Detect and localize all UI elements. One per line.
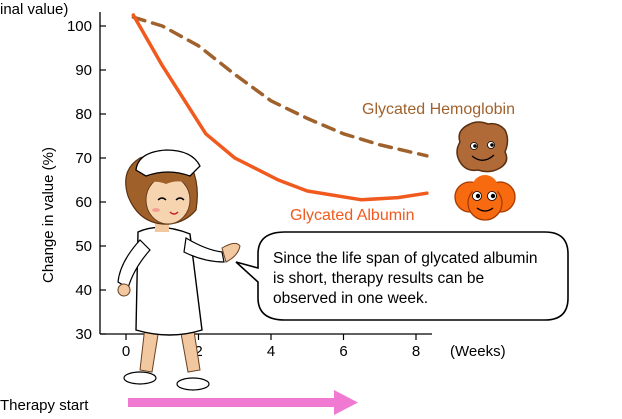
y-tick-label: 80	[75, 106, 92, 123]
x-axis-title: (Weeks)	[450, 343, 506, 360]
legend-hemoglobin: Glycated Hemoglobin	[362, 101, 515, 118]
y-tick-label: 90	[75, 62, 92, 79]
nurse-illustration	[117, 149, 241, 391]
legend-albumin: Glycated Albumin	[290, 207, 415, 224]
y-tick-label: 30	[75, 326, 92, 343]
y-axis-label-fragment: inal value)	[0, 1, 68, 18]
series-line-albumin	[131, 13, 429, 202]
y-tick-label: 70	[75, 150, 92, 167]
y-tick-label: 100	[67, 18, 92, 35]
y-tick-label: 40	[75, 282, 92, 299]
series-line-hemoglobin	[131, 15, 429, 158]
hemoglobin-face-icon	[456, 121, 509, 173]
series-layer	[131, 13, 429, 202]
y-ticks: 30 40 50 60 70 80 90 100	[67, 18, 106, 343]
x-tick-label: 2	[194, 343, 202, 360]
x-tick-label: 0	[122, 343, 130, 360]
y-tick-label: 50	[75, 238, 92, 255]
speech-bubble-line-3: observed in one week.	[273, 290, 428, 307]
therapy-start-label: Therapy start	[0, 397, 89, 414]
speech-bubble: Since the life span of glycated albumin …	[235, 231, 569, 321]
speech-bubble-line-1: Since the life span of glycated albumin	[273, 250, 538, 267]
albumin-face-icon	[454, 175, 516, 221]
x-tick-label: 6	[339, 343, 347, 360]
y-axis-title: Change in value (%)	[40, 147, 57, 283]
therapy-arrow	[128, 390, 358, 415]
x-ticks: 0 2 4 6 8	[122, 334, 420, 360]
y-tick-label: 60	[75, 194, 92, 211]
speech-bubble-line-2: is short, therapy results can be	[273, 270, 484, 287]
x-tick-label: 4	[267, 343, 275, 360]
x-tick-label: 8	[412, 343, 420, 360]
